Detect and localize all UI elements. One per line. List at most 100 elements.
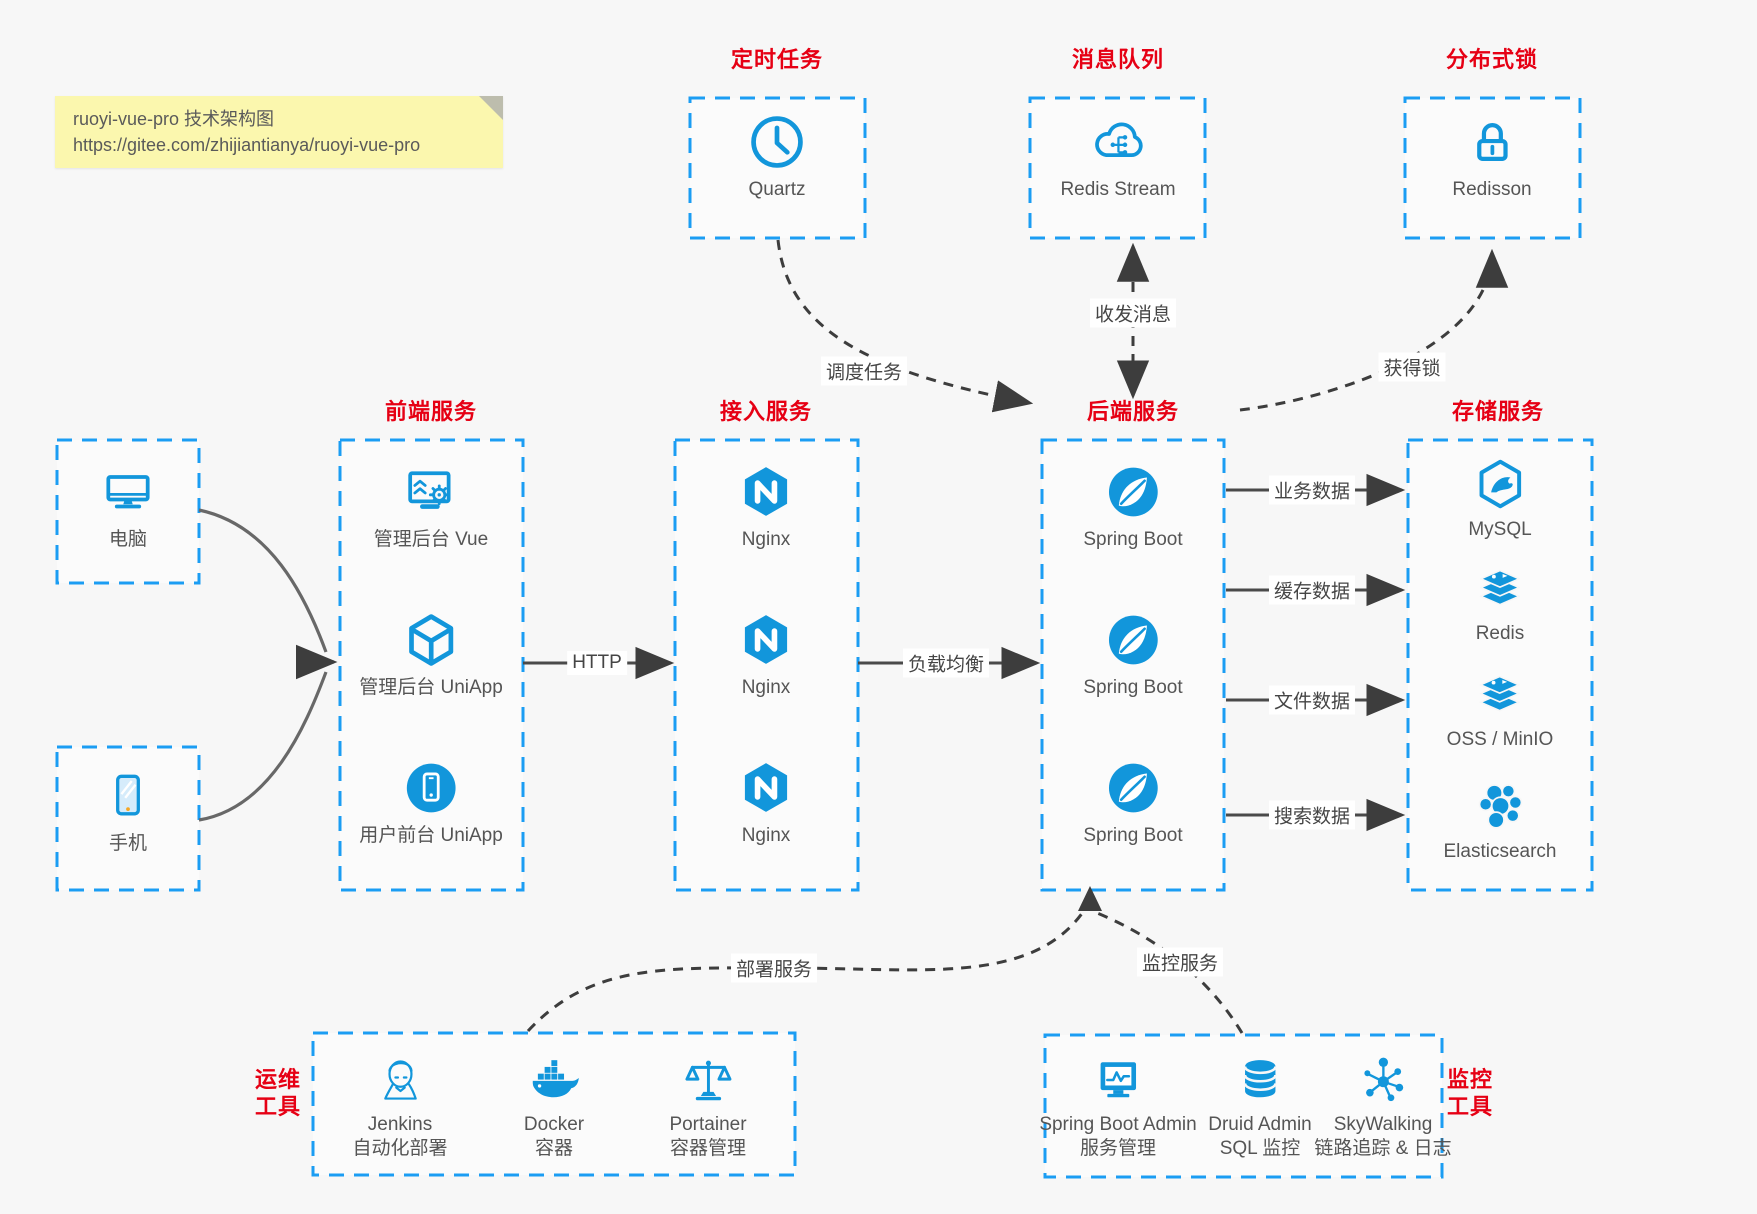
node-label: Nginx (741, 825, 791, 846)
edge-label-search-data: 搜索数据 (1268, 800, 1356, 830)
node-label: Redis (1475, 623, 1525, 644)
deploy-monitor-arrowhead (1078, 886, 1102, 911)
edge-label-file-data: 文件数据 (1268, 685, 1356, 715)
title-scheduled-task: 定时任务 (730, 47, 824, 72)
title-backend-services: 后端服务 (1086, 399, 1180, 424)
node-druid-admin: Druid Admin SQL 监控 (1208, 1053, 1312, 1161)
node-sublabel: 链路追踪 & 日志 (1314, 1138, 1452, 1159)
node-docker: Docker 容器 (524, 1053, 584, 1161)
node-redis-stream: Redis Stream (1060, 112, 1176, 202)
node-label: 电脑 (108, 529, 147, 550)
spring-icon (1103, 758, 1163, 818)
node-mysql: MySQL (1468, 456, 1532, 542)
node-elasticsearch: Elasticsearch (1444, 778, 1557, 864)
node-label: MySQL (1468, 519, 1532, 540)
node-label: Spring Boot (1083, 825, 1183, 846)
node-label: Nginx (741, 677, 791, 698)
edge-label-http: HTTP (567, 651, 627, 675)
title-monitor-tools: 监控 工具 (1446, 1067, 1494, 1119)
node-sublabel: SQL 监控 (1219, 1138, 1301, 1159)
node-nginx-1: Nginx (736, 462, 796, 552)
connector-acquire-lock (1239, 248, 1509, 412)
monitor-chart-icon (1091, 1053, 1145, 1107)
node-label: Portainer (669, 1114, 747, 1135)
node-label: SkyWalking (1333, 1114, 1433, 1135)
node-sublabel: 服务管理 (1079, 1138, 1156, 1159)
node-jenkins: Jenkins 自动化部署 (352, 1053, 448, 1161)
clock-icon (747, 112, 807, 172)
title-frontend-services: 前端服务 (384, 399, 478, 424)
node-label: Redisson (1452, 179, 1532, 200)
spring-icon (1103, 462, 1163, 522)
node-springboot-2: Spring Boot (1083, 610, 1183, 700)
node-label: 管理后台 Vue (373, 529, 489, 550)
node-label: 用户前台 UniApp (359, 825, 503, 846)
desktop-icon (98, 462, 158, 522)
docker-icon (527, 1053, 581, 1107)
node-redisson: Redisson (1452, 112, 1532, 202)
edge-label-cache-data: 缓存数据 (1268, 575, 1356, 605)
node-sublabel: 容器 (534, 1138, 573, 1159)
admin-vue-icon (401, 462, 461, 522)
edge-label-message: 收发消息 (1089, 298, 1177, 328)
nginx-icon (736, 462, 796, 522)
node-springboot-1: Spring Boot (1083, 462, 1183, 552)
note-url: https://gitee.com/zhijiantianya/ruoyi-vu… (73, 135, 421, 155)
node-springboot-3: Spring Boot (1083, 758, 1183, 848)
database-icon (1233, 1053, 1287, 1107)
node-skywalking: SkyWalking 链路追踪 & 日志 (1314, 1053, 1452, 1161)
node-label: Druid Admin (1208, 1114, 1312, 1135)
sticky-note: ruoyi-vue-pro 技术架构图 https://gitee.com/zh… (55, 96, 503, 168)
node-label: Jenkins (367, 1114, 433, 1135)
node-user-uniapp: 用户前台 UniApp (359, 758, 503, 848)
node-label: Spring Boot (1083, 677, 1183, 698)
node-label: Quartz (748, 179, 806, 200)
node-pc: 电脑 (98, 462, 158, 552)
node-label: Redis Stream (1060, 179, 1176, 200)
node-oss-minio: OSS / MinIO (1446, 666, 1554, 752)
node-admin-uniapp: 管理后台 UniApp (359, 610, 503, 700)
user-app-icon (401, 758, 461, 818)
edge-label-business-data: 业务数据 (1268, 475, 1356, 505)
network-nodes-icon (1356, 1053, 1410, 1107)
node-portainer: Portainer 容器管理 (669, 1053, 747, 1161)
cloud-stream-icon (1088, 112, 1148, 172)
node-label: 手机 (108, 833, 147, 854)
node-label: OSS / MinIO (1446, 729, 1554, 750)
node-sublabel: 容器管理 (669, 1138, 747, 1159)
edge-label-deploy: 部署服务 (730, 953, 818, 983)
nginx-icon (736, 758, 796, 818)
note-title: ruoyi-vue-pro 技术架构图 (73, 109, 275, 129)
node-mobile: 手机 (98, 766, 158, 856)
redis-icon (1472, 666, 1528, 722)
elasticsearch-icon (1472, 778, 1528, 834)
nginx-icon (736, 610, 796, 670)
node-label: 管理后台 UniApp (359, 677, 503, 698)
lock-icon (1462, 112, 1522, 172)
node-label: Nginx (741, 529, 791, 550)
node-redis: Redis (1472, 560, 1528, 646)
portainer-icon (681, 1053, 735, 1107)
sticky-note-fold (479, 96, 503, 120)
node-sublabel: 自动化部署 (352, 1138, 448, 1159)
jenkins-icon (373, 1053, 427, 1107)
mysql-icon (1472, 456, 1528, 512)
spring-icon (1103, 610, 1163, 670)
redis-icon (1472, 560, 1528, 616)
connector-clients-to-frontend (198, 508, 338, 822)
edge-label-schedule-task: 调度任务 (820, 356, 908, 386)
node-nginx-2: Nginx (736, 610, 796, 700)
node-admin-vue: 管理后台 Vue (374, 462, 488, 552)
node-springboot-admin: Spring Boot Admin 服务管理 (1039, 1053, 1197, 1161)
title-message-queue: 消息队列 (1071, 47, 1165, 72)
title-gateway-services: 接入服务 (719, 399, 813, 424)
node-label: Elasticsearch (1443, 841, 1557, 862)
node-label: Spring Boot (1083, 529, 1183, 550)
node-nginx-3: Nginx (736, 758, 796, 848)
node-label: Spring Boot Admin (1039, 1114, 1197, 1135)
title-ops-tools: 运维 工具 (254, 1067, 302, 1119)
node-label: Docker (523, 1114, 585, 1135)
mobile-icon (98, 766, 158, 826)
edge-label-load-balance: 负载均衡 (902, 648, 990, 678)
